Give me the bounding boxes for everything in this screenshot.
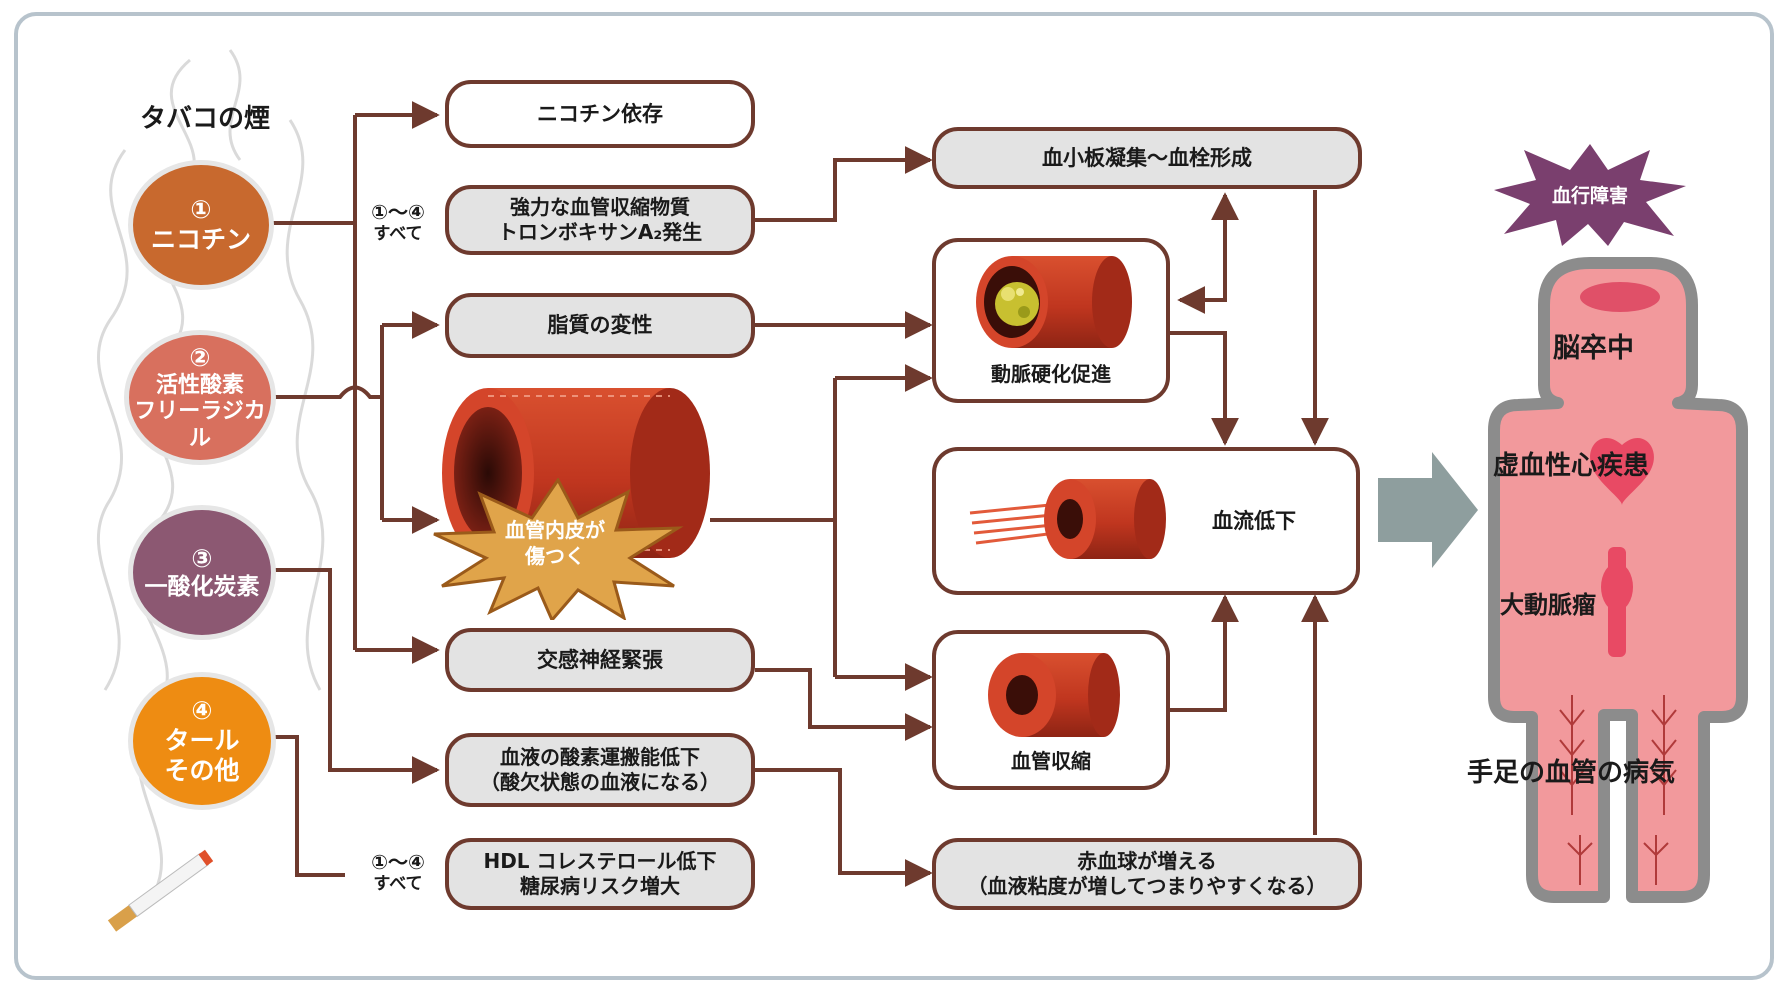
plaque-vessel-icon <box>976 256 1132 348</box>
burst-text: 傷つく <box>525 544 585 568</box>
box-label: 血管収縮 <box>1011 749 1091 773</box>
source-free-radical: ② 活性酸素 フリーラジカル <box>124 330 276 465</box>
box-label: 強力な血管収縮物質 <box>510 195 690 219</box>
source-label: その他 <box>164 756 240 785</box>
big-arrow-right <box>1378 452 1478 568</box>
box-label: 赤血球が増える <box>1077 849 1217 873</box>
source-carbon-monoxide: ③ 一酸化炭素 <box>128 505 276 640</box>
box-hdl: HDL コレステロール低下 糖尿病リスク増大 <box>445 838 755 910</box>
box-platelet: 血小板凝集〜血栓形成 <box>932 127 1362 189</box>
source-nicotine: ① ニコチン <box>128 160 274 290</box>
reduced-flow-vessel-icon <box>969 479 1166 559</box>
box-oxygen: 血液の酸素運搬能低下 （酸欠状態の血液になる） <box>445 733 755 807</box>
source-label: フリーラジカル <box>134 399 266 451</box>
source-number: ② <box>189 342 211 372</box>
all-note-text: すべて <box>373 224 423 244</box>
box-label: 交感神経緊張 <box>537 647 663 672</box>
damage-burst-shape <box>433 478 684 620</box>
source-label: 一酸化炭素 <box>144 573 260 600</box>
ischemic-heart-disease-label: 虚血性心疾患 <box>1493 451 1650 481</box>
source-label: タール <box>164 726 240 755</box>
box-label: 糖尿病リスク増大 <box>520 874 680 898</box>
box-lipid-change: 脂質の変性 <box>445 293 755 358</box>
smoke-title: タバコの煙 <box>139 104 270 134</box>
source-number: ③ <box>191 543 213 573</box>
burst-text: 血管内皮が <box>505 518 605 542</box>
source-number: ① <box>190 195 212 224</box>
box-thromboxane: 強力な血管収縮物質 トロンボキサンA₂発生 <box>445 185 755 255</box>
all-note-nums: ①〜④ <box>371 850 425 874</box>
box-sympathetic: 交感神経緊張 <box>445 628 755 692</box>
box-label: 血流低下 <box>1212 508 1296 533</box>
box-label: 動脈硬化促進 <box>991 362 1111 386</box>
box-label: 脂質の変性 <box>547 313 653 338</box>
human-body-figure <box>1488 257 1748 903</box>
box-label: トロンボキサンA₂発生 <box>497 220 703 244</box>
circulatory-disorder-badge <box>1494 144 1686 246</box>
aortic-aneurysm-label: 大動脈瘤 <box>1500 591 1596 619</box>
constricted-vessel-icon <box>988 653 1120 737</box>
all-note-nums: ①〜④ <box>371 200 425 224</box>
source-label: ニコチン <box>150 225 251 254</box>
box-red-blood-cells: 赤血球が増える （血液粘度が増してつまりやすくなる） <box>932 838 1362 910</box>
box-label: （酸欠状態の血液になる） <box>480 770 720 794</box>
source-tar: ④ タール その他 <box>128 672 276 810</box>
all-note-bottom: ①〜④ すべて <box>358 850 438 894</box>
source-label: 活性酸素 <box>155 372 244 398</box>
box-nicotine-dependence: ニコチン依存 <box>445 80 755 148</box>
stroke-label: 脳卒中 <box>1553 333 1634 364</box>
limb-vessel-disease-label: 手足の血管の病気 <box>1467 758 1676 788</box>
all-note-text: すべて <box>373 874 423 894</box>
box-label: ニコチン依存 <box>537 101 663 126</box>
circulatory-disorder-label: 血行障害 <box>1551 185 1628 207</box>
all-note-top: ①〜④ すべて <box>358 200 438 244</box>
box-label: 血小板凝集〜血栓形成 <box>1042 145 1252 170</box>
source-number: ④ <box>191 696 213 725</box>
box-label: （血液粘度が増してつまりやすくなる） <box>967 874 1327 898</box>
cigarette <box>107 849 214 932</box>
box-label: HDL コレステロール低下 <box>483 849 717 873</box>
panel-frame <box>14 12 1774 980</box>
endothelium-damage-label: 血管内皮が 傷つく <box>480 517 630 569</box>
box-label: 血液の酸素運搬能低下 <box>500 745 700 769</box>
